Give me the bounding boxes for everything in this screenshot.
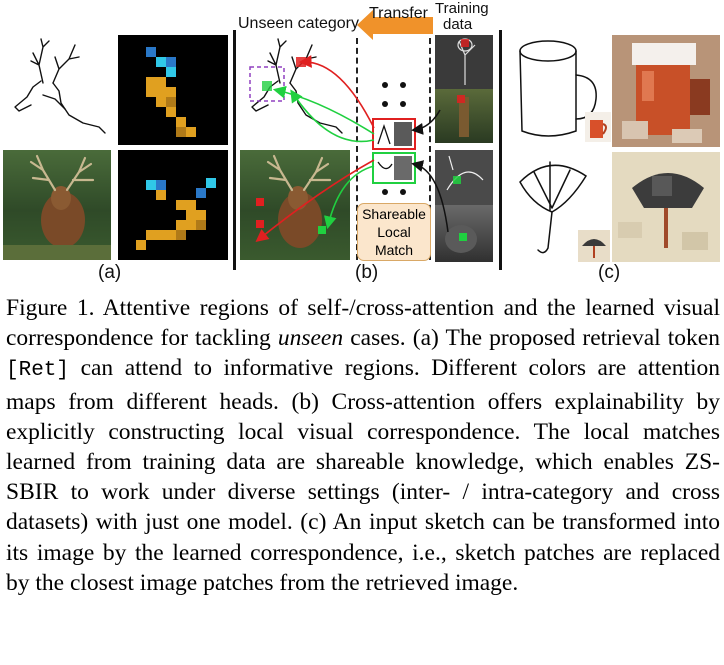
- caption-fig-label: Figure 1.: [6, 295, 95, 321]
- dashed-separator-right: [429, 38, 431, 260]
- mug-sketch: [510, 35, 605, 145]
- dashed-separator-left: [356, 38, 358, 260]
- transfer-label: Transfer: [369, 5, 428, 22]
- umbrella-patch-reconstruction: [612, 152, 720, 262]
- caption-part1: Attentive regions of self-/cross-attenti…: [6, 295, 721, 352]
- dots-top: [382, 82, 406, 107]
- dots-bottom: [382, 189, 406, 195]
- figure-1: (a) Unseen category Transfer Training da…: [0, 0, 724, 290]
- panel-label-a: (a): [98, 262, 122, 283]
- local-match-green: [372, 152, 416, 184]
- panel-label-c: (c): [598, 262, 621, 283]
- deer-photo-a: [3, 150, 111, 260]
- shareable-line-3: Match: [374, 242, 414, 258]
- deer-sketch-b: [240, 35, 352, 143]
- separator-b-c: [499, 30, 502, 270]
- training-data-label-2: data: [443, 16, 473, 33]
- shareable-local-match-box: Shareable Local Match: [357, 203, 431, 261]
- transfer-arrow: Transfer: [357, 5, 433, 42]
- attention-map-sketch: [118, 35, 228, 145]
- training-rabbit-sketch: [435, 150, 493, 205]
- training-giraffe-sketch: [435, 35, 493, 89]
- local-match-red: [372, 118, 416, 150]
- caption-part3: can attend to informative regions. Diffe…: [6, 355, 720, 596]
- caption-part2: cases. (a) The proposed retrieval token: [343, 325, 720, 352]
- caption-ret-token: [Ret]: [6, 359, 70, 383]
- unseen-category-label: Unseen category: [238, 15, 359, 32]
- deer-sketch-a: [3, 35, 111, 143]
- shareable-line-2: Local: [377, 224, 411, 240]
- umbrella-photo-thumbnail: [578, 230, 610, 262]
- separator-a-b: [233, 30, 236, 270]
- caption-unseen: unseen: [277, 325, 344, 352]
- attention-map-photo: [118, 150, 228, 260]
- training-giraffe-photo: [435, 89, 493, 143]
- mug-photo-thumbnail: [585, 112, 611, 142]
- correspondence-arrows: [255, 55, 449, 243]
- training-data-label-1: Training: [435, 0, 489, 17]
- mug-patch-reconstruction: [612, 35, 720, 147]
- panel-label-b: (b): [355, 262, 379, 283]
- figure-caption: Figure 1. Attentive regions of self-/cro…: [6, 293, 720, 598]
- shareable-line-1: Shareable: [362, 206, 426, 222]
